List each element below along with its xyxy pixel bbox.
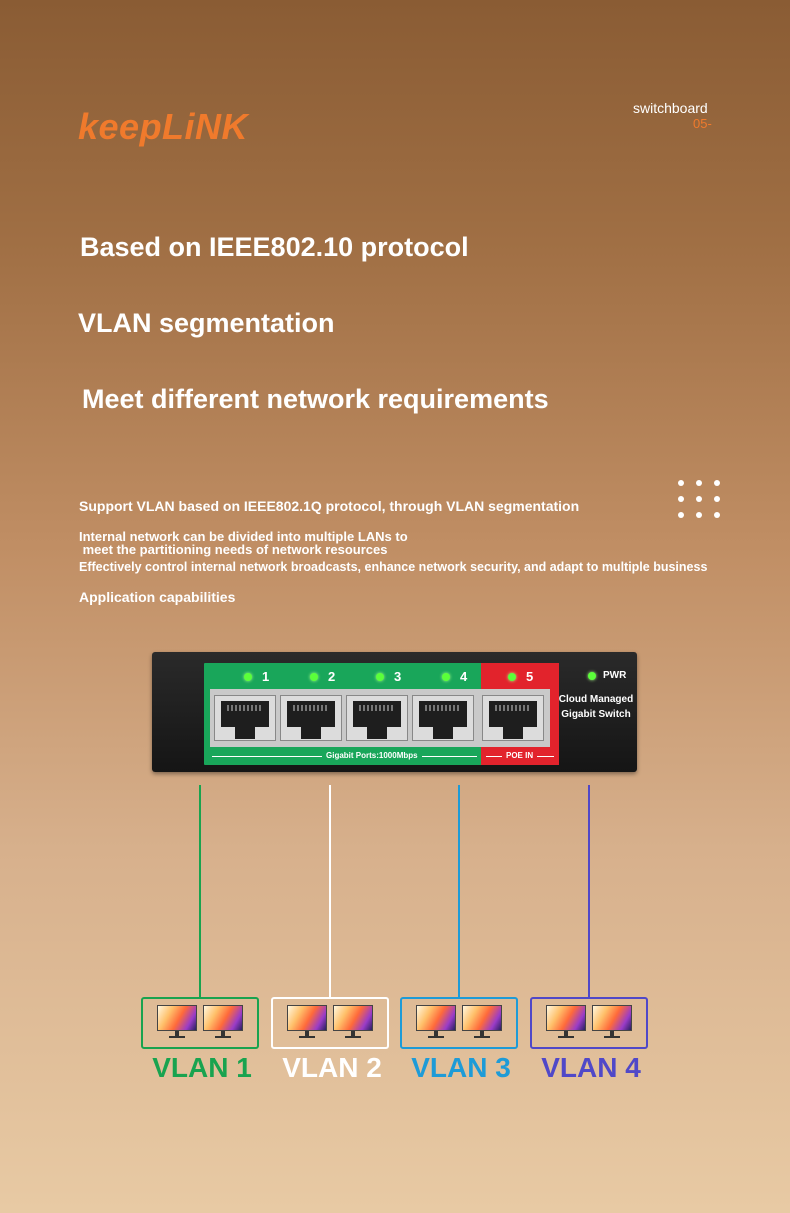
- ethernet-port-icon: [412, 695, 474, 741]
- vlan-2-label: VLAN 2: [282, 1052, 382, 1083]
- headline-vlan: VLAN segmentation: [78, 308, 335, 338]
- switch-port-panel: 1 2 3 4 5 Gigabit Ports:1000Mbps POE IN: [204, 663, 559, 765]
- headline-requirements: Meet different network requirements: [82, 384, 549, 414]
- monitor-icon: [416, 1005, 456, 1041]
- switch-model-label: Cloud Managed Gigabit Switch: [558, 694, 634, 720]
- port-led-icon: [508, 672, 516, 681]
- monitor-icon: [592, 1005, 632, 1041]
- paragraph-line-4: Effectively control internal network bro…: [79, 560, 708, 574]
- poe-in-label: POE IN: [502, 751, 538, 760]
- ethernet-port-icon: [346, 695, 408, 741]
- monitor-icon: [157, 1005, 197, 1041]
- brand-logo: keepLiNK: [78, 106, 249, 147]
- port-label-4: 4: [442, 669, 467, 684]
- vlan-4-group: [530, 997, 648, 1049]
- port-led-icon: [244, 672, 252, 681]
- decorative-dots: [678, 480, 720, 518]
- vlan-3-group: [400, 997, 518, 1049]
- paragraph-line-3: meet the partitioning needs of network r…: [79, 542, 388, 557]
- network-switch-image: 1 2 3 4 5 Gigabit Ports:1000Mbps POE IN …: [152, 652, 637, 772]
- port-led-icon: [310, 672, 318, 681]
- vlan-3-label: VLAN 3: [411, 1052, 511, 1083]
- vlan-2-connector: [329, 785, 331, 997]
- port-label-2: 2: [310, 669, 335, 684]
- ethernet-port-icon: [482, 695, 544, 741]
- section-tag: switchboard 05-: [633, 100, 712, 132]
- ethernet-port-row: [210, 689, 550, 747]
- monitor-icon: [333, 1005, 373, 1041]
- paragraph-line-5: Application capabilities: [79, 589, 236, 605]
- port-led-icon: [442, 672, 450, 681]
- monitor-icon: [203, 1005, 243, 1041]
- headline-protocol: Based on IEEE802.10 protocol: [80, 232, 469, 262]
- port-label-5: 5: [508, 669, 533, 684]
- port-led-icon: [376, 672, 384, 681]
- port-label-1: 1: [244, 669, 269, 684]
- vlan-3-connector: [458, 785, 460, 997]
- ethernet-port-icon: [280, 695, 342, 741]
- vlan-1-label: VLAN 1: [152, 1052, 252, 1083]
- monitor-icon: [462, 1005, 502, 1041]
- vlan-4-connector: [588, 785, 590, 997]
- gigabit-ports-label: Gigabit Ports:1000Mbps: [322, 751, 422, 760]
- monitor-icon: [287, 1005, 327, 1041]
- pwr-led-icon: [588, 671, 596, 680]
- paragraph-line-1: Support VLAN based on IEEE802.1Q protoco…: [79, 498, 580, 514]
- section-tag-number: 05-: [693, 116, 712, 131]
- port-label-3: 3: [376, 669, 401, 684]
- vlan-2-group: [271, 997, 389, 1049]
- paragraph-line-2: Internal network can be divided into mul…: [79, 529, 408, 544]
- pwr-indicator: PWR: [588, 670, 626, 681]
- monitor-icon: [546, 1005, 586, 1041]
- vlan-1-connector: [199, 785, 201, 997]
- section-tag-label: switchboard: [633, 100, 708, 116]
- vlan-1-group: [141, 997, 259, 1049]
- vlan-4-label: VLAN 4: [541, 1052, 641, 1083]
- ethernet-port-icon: [214, 695, 276, 741]
